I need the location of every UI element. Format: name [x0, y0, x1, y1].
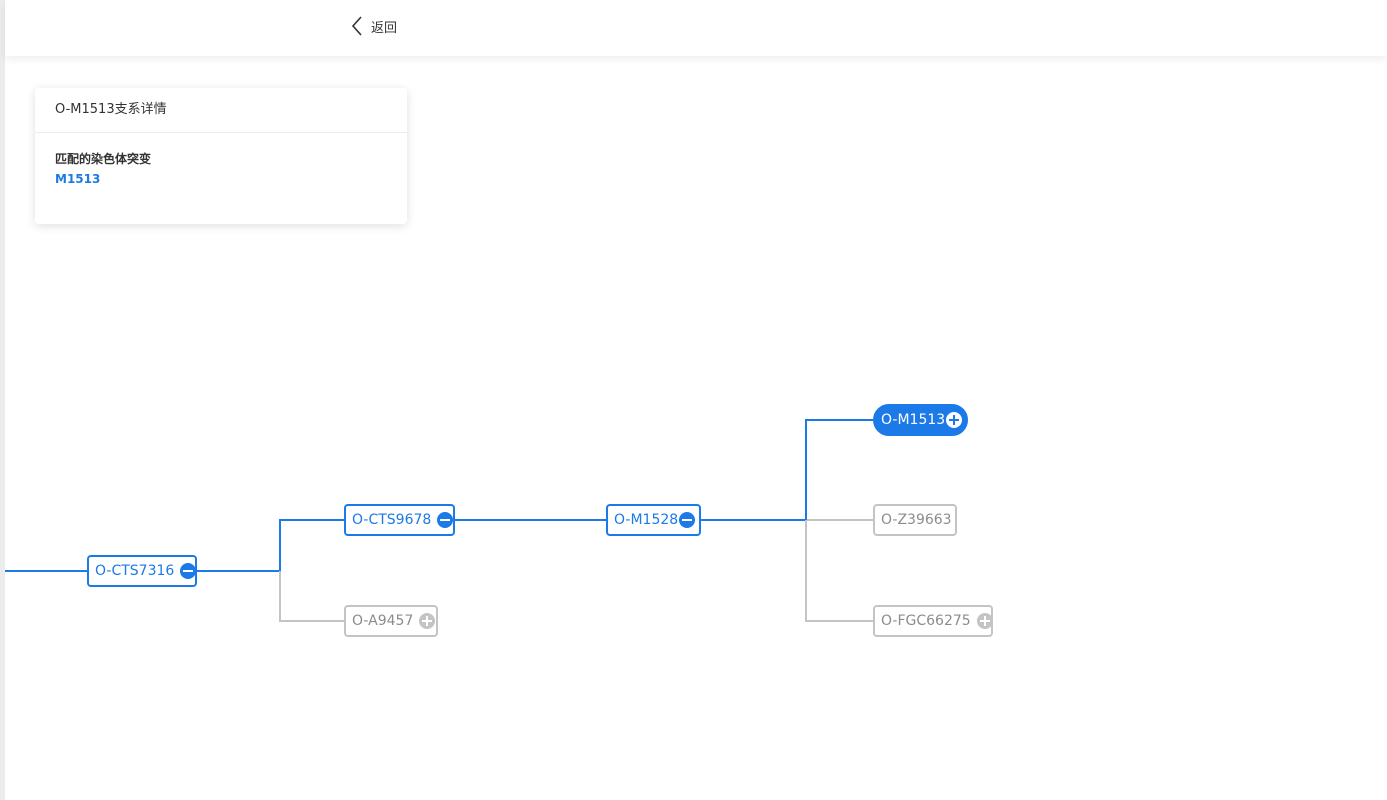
left-edge-divider — [0, 0, 5, 800]
card-body: 匹配的染色体突变 M1513 — [35, 133, 407, 205]
node-label: O-M1528 — [614, 512, 679, 528]
node-label: O-M1513 — [881, 412, 946, 428]
tree-node-o-cts7316[interactable]: O-CTS7316 — [87, 555, 197, 587]
collapse-icon[interactable] — [180, 563, 197, 579]
edge-to-fgc66275 — [805, 520, 873, 622]
collapse-icon[interactable] — [437, 512, 454, 528]
tree-node-o-a9457[interactable]: O-A9457 — [344, 605, 438, 637]
edge-to-m1513 — [805, 419, 873, 520]
tree-node-o-cts9678[interactable]: O-CTS9678 — [344, 504, 455, 536]
chevron-left-icon — [351, 15, 363, 37]
top-bar: 返回 — [5, 0, 1387, 56]
node-label: O-CTS9678 — [352, 512, 432, 528]
tree-node-o-fgc66275[interactable]: O-FGC66275 — [873, 605, 993, 637]
expand-icon[interactable] — [419, 613, 436, 629]
back-button[interactable]: 返回 — [351, 14, 397, 38]
expand-icon[interactable] — [976, 613, 993, 629]
node-label: O-CTS7316 — [95, 563, 175, 579]
back-label: 返回 — [371, 20, 398, 36]
tree-node-o-m1528[interactable]: O-M1528 — [606, 504, 701, 536]
tree-node-o-m1513[interactable]: O-M1513 — [873, 404, 968, 436]
node-label: O-Z39663 — [881, 512, 952, 528]
mutation-label: 匹配的染色体突变 — [55, 152, 152, 166]
node-label: O-FGC66275 — [881, 613, 971, 629]
edge-to-cts9678 — [279, 519, 344, 571]
tree-node-o-z39663[interactable]: O-Z39663 — [873, 504, 957, 536]
node-label: O-A9457 — [352, 613, 414, 629]
branch-detail-card: O-M1513支系详情 匹配的染色体突变 M1513 — [35, 88, 407, 224]
edge-to-a9457 — [279, 571, 344, 622]
collapse-icon[interactable] — [679, 512, 696, 528]
card-title: O-M1513支系详情 — [35, 88, 407, 133]
expand-icon[interactable] — [946, 412, 963, 428]
mutation-link[interactable]: M1513 — [55, 172, 101, 186]
